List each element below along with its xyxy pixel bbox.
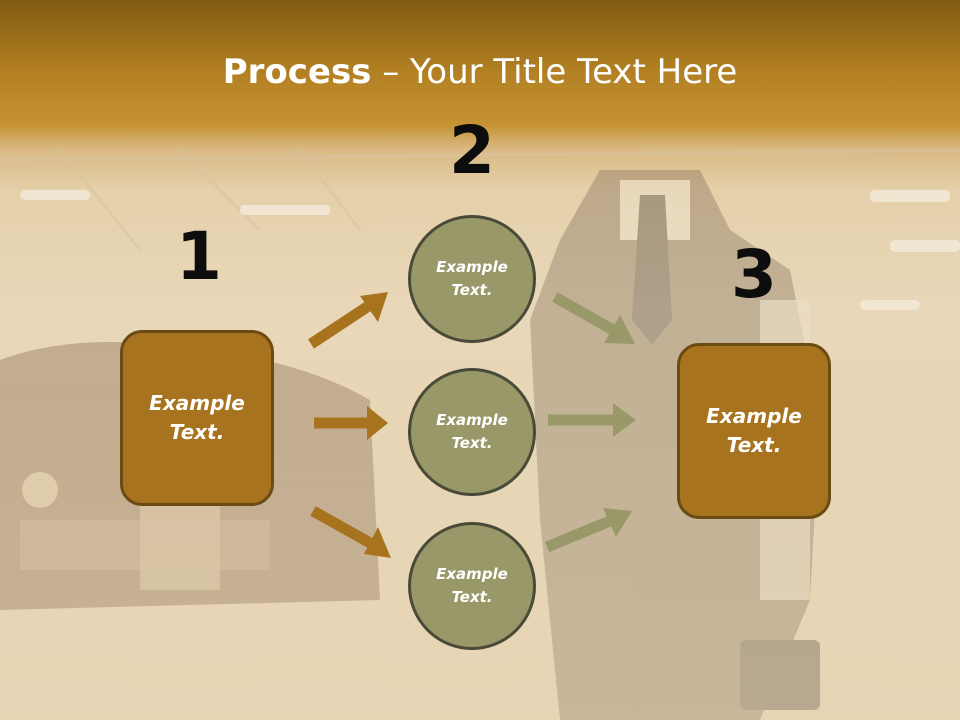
step-1-label: Example Text. xyxy=(149,391,245,444)
arrow-to-circle-middle xyxy=(314,406,388,440)
title-rest: – Your Title Text Here xyxy=(371,52,738,92)
arrow-from-circle-bottom xyxy=(544,508,632,553)
circle-middle-label: Example Text. xyxy=(436,411,508,452)
step-2-circle-bottom: Example Text. xyxy=(408,522,536,650)
step-3-box: Example Text. xyxy=(677,343,831,519)
step-number-3: 3 xyxy=(731,236,777,313)
circle-top-label: Example Text. xyxy=(436,258,508,299)
title-bold: Process xyxy=(222,52,372,92)
step-2-circle-middle: Example Text. xyxy=(408,368,536,496)
step-number-1: 1 xyxy=(176,218,222,295)
step-3-label: Example Text. xyxy=(706,404,802,457)
step-2-circle-top: Example Text. xyxy=(408,215,536,343)
arrow-from-circle-middle xyxy=(548,403,636,437)
step-1-box: Example Text. xyxy=(120,330,274,506)
arrow-to-circle-bottom xyxy=(310,506,391,558)
arrow-from-circle-top xyxy=(552,292,635,344)
arrow-to-circle-top xyxy=(307,292,388,349)
slide-title: Process – Your Title Text Here xyxy=(0,52,960,92)
step-number-2: 2 xyxy=(449,112,495,189)
circle-bottom-label: Example Text. xyxy=(436,565,508,606)
